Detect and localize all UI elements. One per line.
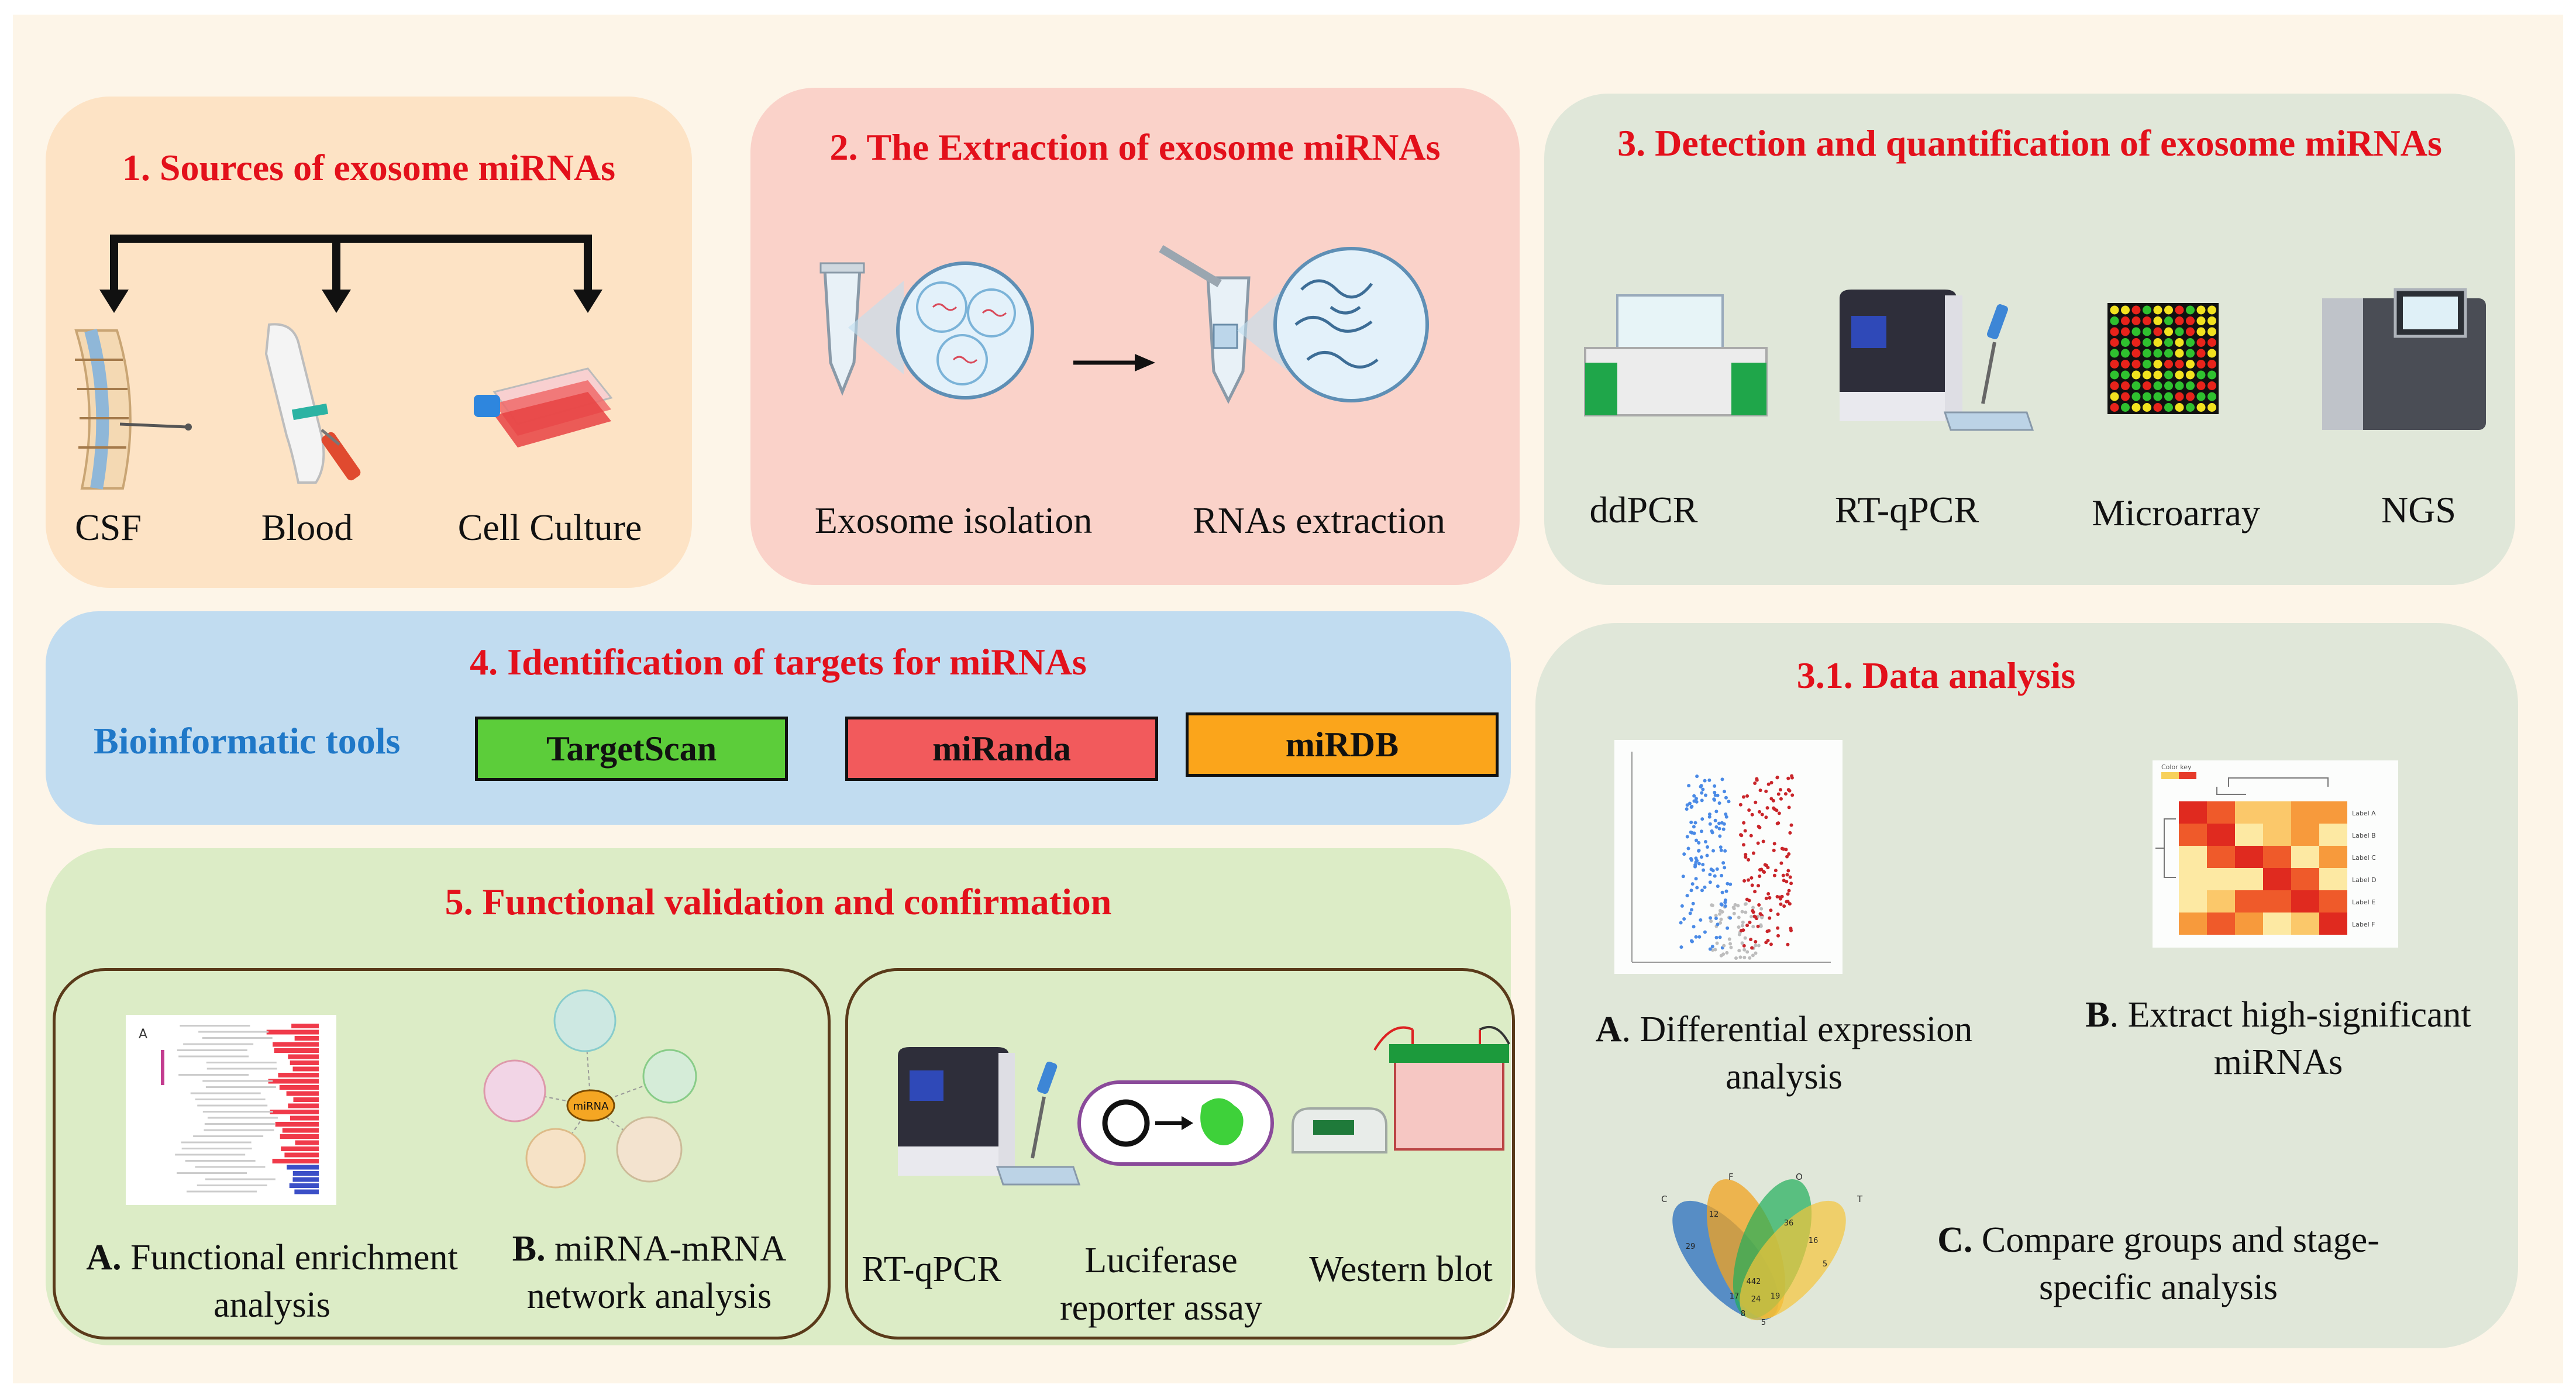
compare-groups-label: C. Compare groups and stage- specific an… (1886, 1217, 2430, 1311)
assays-subpanel (845, 968, 1515, 1340)
network-analysis-line2: network analysis (526, 1276, 772, 1316)
detection-method-microarray: Microarray (2092, 492, 2260, 533)
venn-count: 29 (1686, 1242, 1696, 1251)
venn-count: 12 (1709, 1210, 1719, 1219)
extract-significant-label: B. Extract high-significant miRNAs (2047, 991, 2509, 1086)
spine-icon (74, 329, 192, 490)
extraction-title: 2. The Extraction of exosome miRNAs (829, 126, 1441, 168)
analysis-subpanel (53, 968, 831, 1340)
detection-method-rt-qpcr: RT-qPCR (1834, 489, 1979, 531)
compare-groups-line2: specific analysis (2038, 1267, 2278, 1307)
rt-qpcr-assay-icon (898, 1047, 1081, 1186)
differential-expression-line2: analysis (1726, 1056, 1843, 1097)
venn-count: 8 (1741, 1310, 1745, 1318)
venn-set-label: F (1728, 1172, 1734, 1182)
network-analysis-letter: B. (512, 1229, 546, 1269)
venn-count: 16 (1809, 1237, 1819, 1245)
assay-label-western-blot: Western blot (1309, 1249, 1493, 1289)
venn-diagram-icon: C F O T 442 24 17 19 36 29 8 5 16 12 5 (1661, 1172, 1863, 1327)
venn-count: 24 (1751, 1295, 1761, 1304)
venn-set-label: T (1857, 1194, 1863, 1204)
venn-count: 19 (1771, 1292, 1781, 1301)
venn-count: 5 (1761, 1318, 1766, 1327)
venn-count: 17 (1730, 1292, 1740, 1301)
functional-enrichment-line1: Functional enrichment (130, 1238, 458, 1278)
right-arrow-icon (1073, 354, 1155, 371)
detection-method-ddpcr: ddPCR (1589, 489, 1698, 531)
compare-groups-line1: Compare groups and stage- (1972, 1220, 2379, 1260)
differential-expression-line1: . Differential expression (1621, 1010, 1973, 1049)
tool-targetscan: TargetScan (475, 717, 788, 781)
tool-miranda: miRanda (845, 717, 1158, 781)
luciferase-line1: Luciferase (1084, 1241, 1238, 1280)
detection-method-ngs: NGS (2381, 489, 2457, 531)
heatmap-row-label: Label A (2352, 810, 2376, 817)
panel-sources (46, 97, 692, 588)
venn-count: 5 (1823, 1260, 1827, 1269)
heatmap-key-label: Color key (2161, 763, 2192, 771)
compare-groups-letter: C. (1937, 1220, 1973, 1260)
network-analysis-line1: miRNA-mRNA (555, 1229, 787, 1269)
venn-count: 36 (1784, 1219, 1794, 1228)
blood-draw-icon (264, 323, 361, 484)
venn-set-label: C (1661, 1194, 1667, 1204)
enrichment-panel-letter: A (139, 1027, 147, 1042)
exosome-isolation-icon (819, 261, 1034, 400)
targets-title: 4. Identification of targets for miRNAs (470, 641, 1087, 683)
heatmap-row-label: Label D (2352, 876, 2377, 884)
tool-mirdb: miRDB (1186, 712, 1499, 777)
luciferase-assay-icon (1077, 1080, 1274, 1166)
mirna-network-icon: miRNA (483, 989, 697, 1189)
source-label-blood: Blood (261, 507, 353, 548)
network-analysis-label: B. miRNA-mRNA network analysis (485, 1225, 813, 1320)
enrichment-barchart-icon: A (126, 1015, 336, 1205)
assay-label-rt-qpcr: RT-qPCR (862, 1249, 1001, 1289)
extract-significant-line1: . Extract high-significant (2109, 995, 2471, 1035)
extract-significant-letter: B (2085, 995, 2110, 1035)
differential-expression-label: A. Differential expression analysis (1556, 1006, 2012, 1100)
functional-enrichment-letter: A. (86, 1238, 122, 1278)
bioinformatic-tools-label: Bioinformatic tools (94, 720, 401, 762)
source-label-csf: CSF (75, 507, 142, 548)
heatmap-row-label: Label B (2352, 832, 2376, 839)
ddpcr-machine-icon (1584, 294, 1768, 416)
microarray-icon (2107, 303, 2219, 414)
cell-culture-flask-icon (474, 367, 613, 447)
data-analysis-title: 3.1. Data analysis (1796, 655, 2076, 696)
heatmap-row-label: Label E (2352, 898, 2375, 906)
sources-title: 1. Sources of exosome miRNAs (122, 147, 616, 188)
western-blot-icon (1292, 1026, 1510, 1153)
extract-significant-line2: miRNAs (2213, 1042, 2343, 1082)
heatmap-row-label: Label C (2352, 854, 2376, 862)
assay-label-luciferase: Luciferase reporter assay (1038, 1237, 1284, 1331)
venn-set-label: O (1796, 1172, 1803, 1182)
functional-enrichment-line2: analysis (213, 1285, 330, 1325)
extraction-step-rnas-extraction: RNAs extraction (1193, 500, 1445, 541)
heatmap-icon: Color key Label A Label B Label C Label D La… (2153, 760, 2398, 948)
detection-title: 3. Detection and quantification of exoso… (1617, 122, 2442, 164)
luciferase-line2: reporter assay (1060, 1287, 1262, 1328)
heatmap-row-label: Label F (2352, 921, 2375, 928)
source-label-cell-culture: Cell Culture (457, 507, 642, 548)
validation-title: 5. Functional validation and confirmatio… (445, 881, 1112, 922)
network-center-label: miRNA (573, 1100, 609, 1113)
venn-count: 442 (1747, 1278, 1761, 1286)
extraction-step-exosome-isolation: Exosome isolation (814, 500, 1093, 541)
differential-expression-letter: A (1595, 1010, 1622, 1049)
functional-enrichment-label: A. Functional enrichment analysis (56, 1234, 488, 1328)
rna-extraction-icon (1159, 245, 1429, 404)
ngs-sequencer-icon (2322, 288, 2486, 430)
volcano-plot-icon (1614, 740, 1843, 974)
rt-qpcr-machine-icon (1840, 290, 2034, 431)
